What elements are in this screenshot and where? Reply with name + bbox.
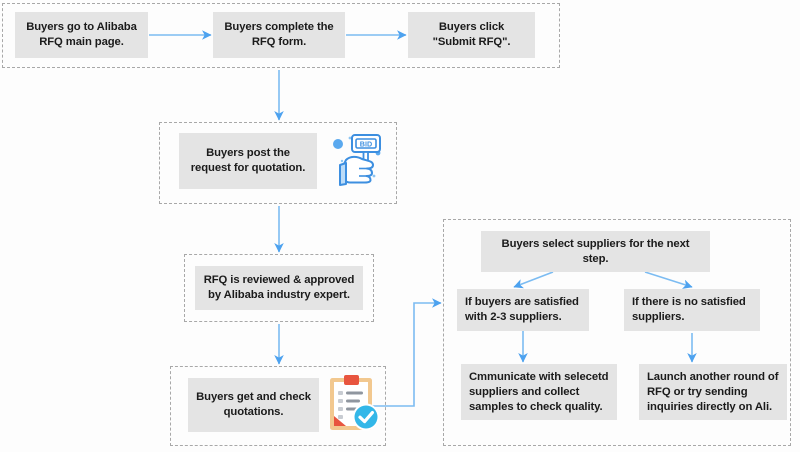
node-branch-yes-label: If buyers are satisfied with 2-3 supplie… xyxy=(465,296,579,323)
node-step7-label: Buyers select suppliers for the next ste… xyxy=(501,237,690,265)
node-step5-label: RFQ is reviewed & approved by Alibaba in… xyxy=(203,274,355,301)
supplier-selection-group xyxy=(443,219,791,446)
submit-rfq-group xyxy=(2,3,560,68)
review-group xyxy=(184,254,374,322)
node-branch-no-label: If there is no satisfied suppliers. xyxy=(632,296,746,323)
clipboard-check-icon xyxy=(322,372,384,434)
post-request-group xyxy=(159,122,397,204)
node-step3-label: Buyers click "Submit RFQ". xyxy=(432,21,511,48)
node-step6-label: Buyers get and check quotations. xyxy=(196,391,311,418)
bid-paddle-hand-icon-svg: BID xyxy=(333,134,381,186)
node-step4-label: Buyers post the request for quotation. xyxy=(190,147,306,174)
node-branch-yes-action[interactable]: Cmmunicate with selecetd suppliers and c… xyxy=(461,364,617,420)
node-step1[interactable]: Buyers go to Alibaba RFQ main page. xyxy=(15,12,148,58)
svg-text:BID: BID xyxy=(360,139,372,148)
node-branch-yes-action-label: Cmmunicate with selecetd suppliers and c… xyxy=(469,370,609,413)
node-branch-yes[interactable]: If buyers are satisfied with 2-3 supplie… xyxy=(457,289,589,331)
node-step6[interactable]: Buyers get and check quotations. xyxy=(188,378,319,432)
node-step4[interactable]: Buyers post the request for quotation. xyxy=(179,133,317,189)
node-step2[interactable]: Buyers complete the RFQ form. xyxy=(213,12,345,58)
node-branch-no-action-label: Launch another round of RFQ or try sendi… xyxy=(647,370,779,413)
node-step7[interactable]: Buyers select suppliers for the next ste… xyxy=(481,231,710,272)
node-step1-label: Buyers go to Alibaba RFQ main page. xyxy=(26,21,137,48)
node-step5[interactable]: RFQ is reviewed & approved by Alibaba in… xyxy=(195,266,363,310)
node-branch-no-action[interactable]: Launch another round of RFQ or try sendi… xyxy=(639,364,787,420)
clipboard-check-icon-svg xyxy=(330,375,380,431)
bid-paddle-hand-icon: BID xyxy=(326,130,388,192)
node-step3[interactable]: Buyers click "Submit RFQ". xyxy=(408,12,535,58)
node-branch-no[interactable]: If there is no satisfied suppliers. xyxy=(624,289,760,331)
node-step2-label: Buyers complete the RFQ form. xyxy=(224,21,334,48)
